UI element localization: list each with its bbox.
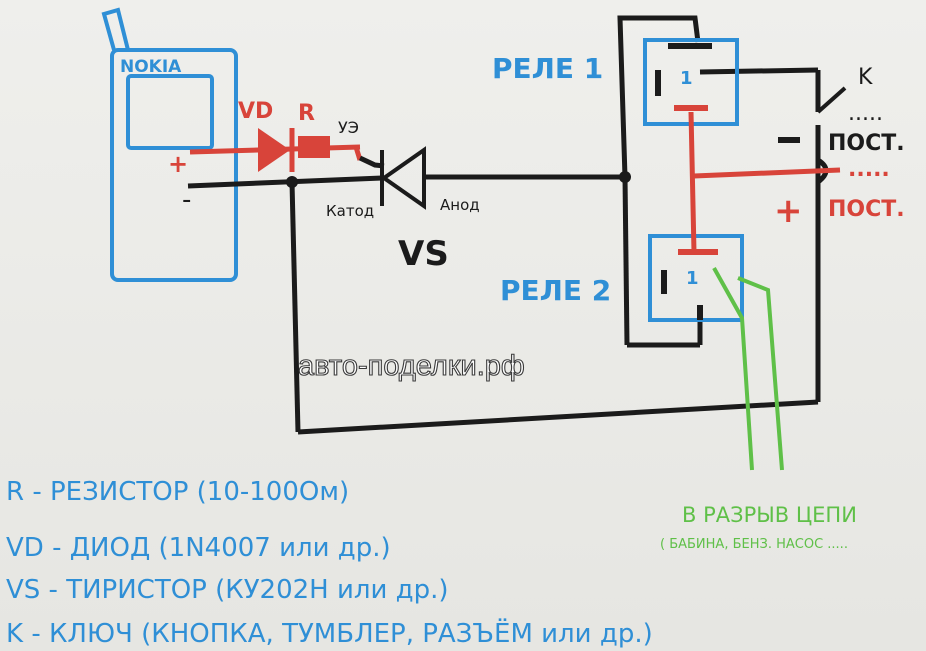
relay1-pin-label: 1 bbox=[680, 68, 693, 89]
vd-label: VD bbox=[238, 99, 273, 124]
phone-screen bbox=[126, 74, 214, 150]
r-label: R bbox=[298, 101, 315, 126]
phone-plus-sign: + bbox=[168, 150, 188, 178]
watermark: авто-поделки.рф bbox=[298, 350, 525, 382]
green-note-line1: В РАЗРЫВ ЦЕПИ bbox=[682, 503, 857, 527]
positive-wire bbox=[688, 111, 841, 253]
nokia-phone bbox=[101, 7, 238, 282]
anode-label: Анод bbox=[440, 196, 480, 214]
k-dots: ..... bbox=[848, 101, 883, 126]
vs-label: VS bbox=[398, 234, 449, 274]
ue-label: УЭ bbox=[338, 118, 359, 137]
legend-r: R - РЕЗИСТОР (10-100Ом) bbox=[6, 477, 349, 507]
plus-sign-label: + bbox=[774, 191, 803, 231]
minus-post-label: ПОСТ. bbox=[828, 131, 905, 156]
green-wires bbox=[712, 267, 784, 471]
plus-dots: ..... bbox=[848, 157, 890, 182]
junction-dot-2 bbox=[619, 171, 631, 183]
legend-vs: VS - ТИРИСТОР (КУ202Н или др.) bbox=[6, 575, 449, 605]
phone-minus-sign: - bbox=[182, 185, 191, 215]
phone-antenna bbox=[101, 7, 130, 51]
cathode-label: Катод bbox=[326, 202, 374, 220]
r-resistor-symbol bbox=[298, 136, 330, 158]
phone-body bbox=[110, 48, 238, 282]
switch-k-label: K bbox=[858, 65, 873, 90]
relay2-label: РЕЛЕ 2 bbox=[500, 274, 611, 307]
green-note-line2: ( БАБИНА, БЕНЗ. НАСОС ..... bbox=[660, 537, 848, 552]
thyristor-symbol bbox=[380, 146, 426, 210]
legend-vd: VD - ДИОД (1N4007 или др.) bbox=[6, 533, 391, 563]
relay1-label: РЕЛЕ 1 bbox=[492, 52, 603, 85]
relay2-pin-label: 1 bbox=[686, 268, 699, 289]
plus-post-label: ПОСТ. bbox=[828, 197, 905, 222]
junction-dot-1 bbox=[286, 176, 298, 188]
vd-diode-symbol bbox=[258, 128, 290, 172]
legend-k: K - КЛЮЧ (КНОПКА, ТУМБЛЕР, РАЗЪЁМ или др… bbox=[6, 617, 653, 649]
phone-brand: NOKIA bbox=[120, 57, 182, 77]
